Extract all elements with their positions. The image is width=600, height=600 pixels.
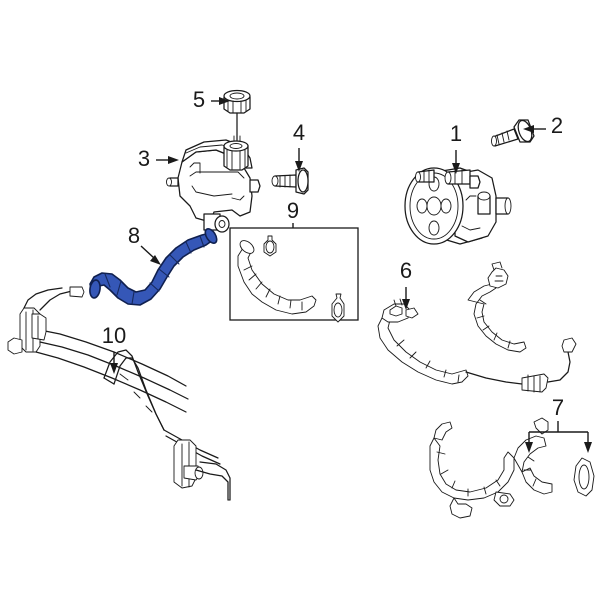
callout-3: 3 [138,146,179,171]
callout-10: 10 [102,323,126,374]
part-pressure-hose-assembly [377,261,577,393]
part-oil-cooler [7,286,231,501]
callout-5: 5 [193,87,230,112]
callout-label-6: 6 [400,258,412,283]
callout-6: 6 [400,258,412,310]
callout-label-10: 10 [102,323,126,348]
callout-label-7: 7 [552,395,564,420]
callout-label-2: 2 [551,113,563,138]
callout-label-9: 9 [287,198,299,223]
callout-label-8: 8 [128,223,140,248]
part-return-hose-assembly [429,417,595,519]
callout-label-5: 5 [193,87,205,112]
part-inset-box-9 [229,227,359,323]
callout-7: 7 [525,395,592,453]
callout-label-4: 4 [293,120,305,145]
callout-2: 2 [523,113,563,138]
callout-1: 1 [450,121,462,174]
part-reservoir-cap [223,89,251,142]
callout-4: 4 [293,120,305,172]
part-reservoir-bolt [271,167,309,195]
part-pump-bolt [491,119,535,147]
callout-9: 9 [287,198,299,228]
callout-8: 8 [128,223,161,265]
callout-label-3: 3 [138,146,150,171]
part-highlighted-return-hose [89,228,218,306]
part-power-steering-pump [404,167,512,245]
callout-label-1: 1 [450,121,462,146]
part-reservoir [166,139,261,233]
